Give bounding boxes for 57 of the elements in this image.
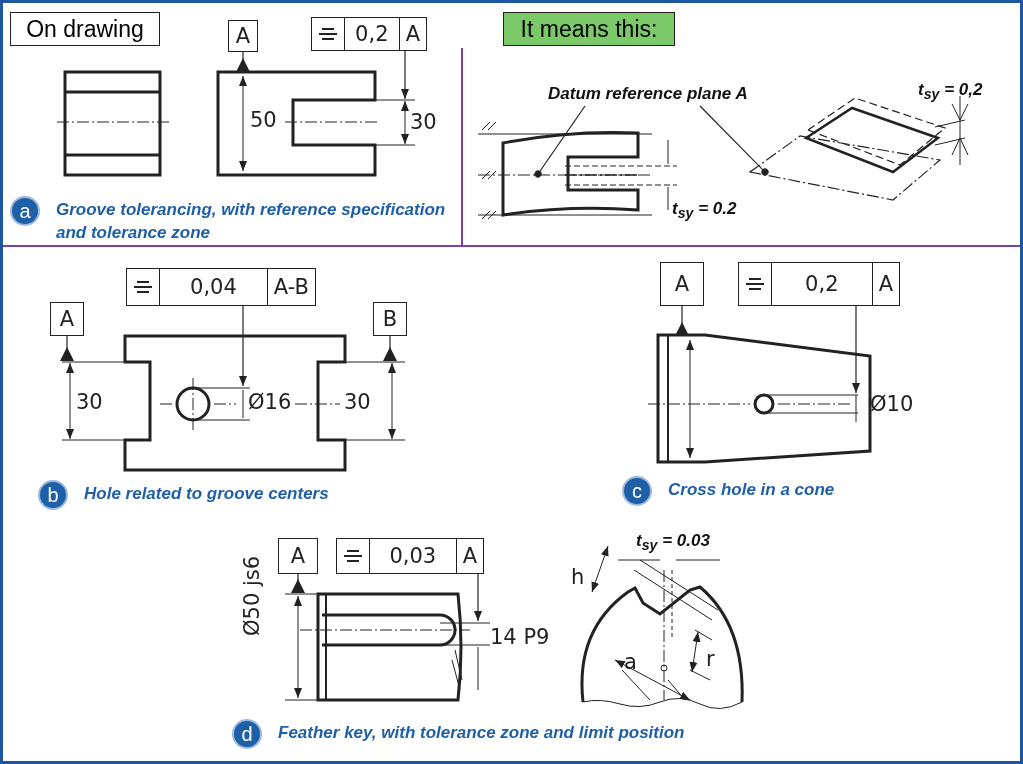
dimension-text: 30 [76,390,103,414]
datum-frame: A [50,302,84,336]
dimension-text: 30 [344,390,371,414]
tolerance-value: 0,03 [369,539,456,573]
leader-line [401,50,409,100]
leader-line [239,305,247,387]
datum-frame: A [278,538,318,574]
leader-line [534,105,586,178]
dimension-text: 50 [250,108,277,132]
panel-heading: It means this: [503,12,675,46]
panel-caption: Cross hole in a cone [668,479,835,501]
grooved-block-drawing [61,334,406,472]
dimension-text: 14 P9 [490,625,550,649]
tolerance-note: t$_{sy}$ = 0.2 [672,198,737,224]
panel-marker: c [624,478,650,504]
panel-caption: Feather key, with tolerance zone and limit position [278,722,685,744]
dimension-text: Ø16 [248,390,292,414]
datum-reference: A-B [266,269,315,305]
dimension-text: h [571,565,585,589]
tolerance-zone-section-drawing [477,121,678,220]
datum-leader [675,305,689,337]
datum-leader [236,51,250,73]
cone-drawing [647,333,872,464]
datum-reference: A [398,18,426,50]
feature-control-frame [126,268,316,306]
panel-marker: d [234,721,260,747]
datum-frame: A [660,262,704,306]
datum-leader [60,335,74,362]
panel-caption: Hole related to groove centers [84,483,329,505]
dimension-text: Ø10 [870,392,914,416]
leader-line [474,573,482,622]
dimension-text: Ø50 js6 [240,555,264,636]
datum-frame: B [373,302,407,336]
datum-reference: A [455,539,483,573]
datum-reference: A [871,263,899,305]
panel-marker: a [12,198,38,224]
tolerance-value: 0,2 [344,18,399,50]
tolerance-note: t$_{sy}$ = 0.03 [636,530,710,556]
panel-heading: On drawing [10,12,160,46]
dimension-text: a [624,650,637,674]
panel-caption: Groove tolerancing, with reference specification and tolerance zone [56,199,447,244]
feature-control-frame [738,262,900,306]
panel-marker: b [40,482,66,508]
datum-leader [291,573,305,594]
tolerance-value: 0,2 [771,263,872,305]
callout-text: Datum reference plane A [548,84,788,106]
leader-line [699,105,769,176]
datum-leader [383,335,397,362]
tolerance-note: t$_{sy}$ = 0,2 [918,79,983,105]
dimension-text: 30 [410,110,437,134]
shaft-with-keyway-drawing [284,592,491,702]
feature-control-frame [336,538,484,574]
leader-line [852,305,860,394]
datum-frame: A [228,20,258,52]
dimension-text: r [706,647,715,671]
feature-control-frame [311,17,427,51]
tolerance-value: 0,04 [159,269,267,305]
